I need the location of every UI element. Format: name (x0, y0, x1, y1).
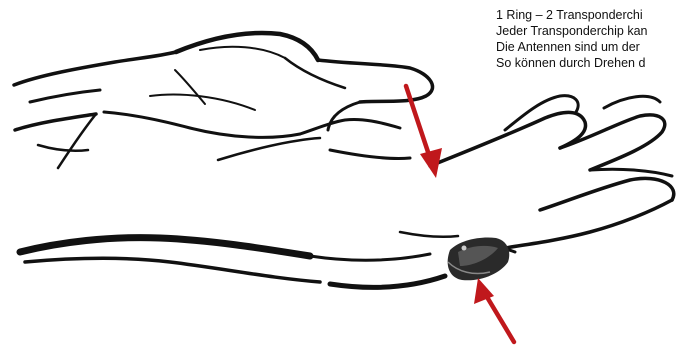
caption-line-1: 1 Ring – 2 Transponderchi (496, 7, 689, 23)
ring-chip-dot (462, 246, 467, 251)
arrow-ring (474, 278, 514, 342)
caption-text-block: 1 Ring – 2 Transponderchi Jeder Transpon… (496, 7, 689, 71)
arrow-palm (406, 86, 442, 178)
hand-outline (14, 33, 674, 287)
transponder-ring (448, 238, 510, 281)
caption-line-4: So können durch Drehen d (496, 55, 689, 71)
caption-line-3: Die Antennen sind um der (496, 39, 689, 55)
caption-line-2: Jeder Transponderchip kan (496, 23, 689, 39)
